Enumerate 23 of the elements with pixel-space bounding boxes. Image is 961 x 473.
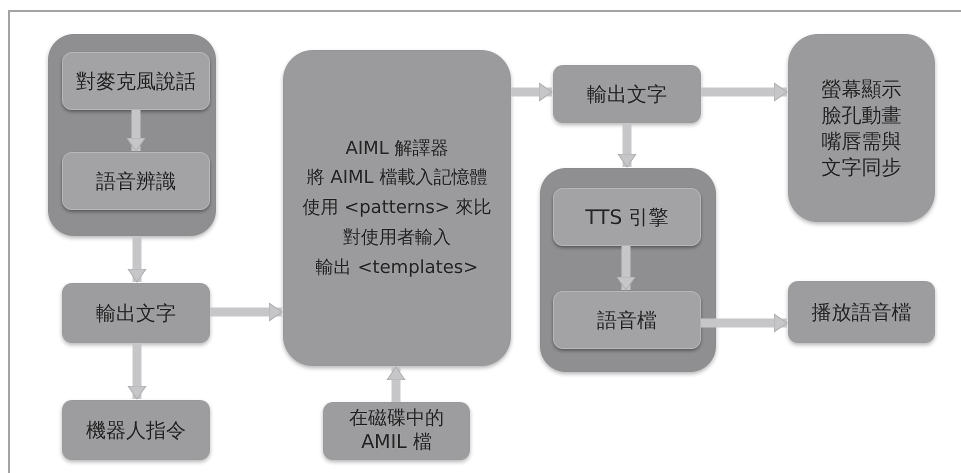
group-panel <box>48 34 216 236</box>
arrow <box>701 82 788 102</box>
process-box: 語音檔 <box>553 291 701 349</box>
arrow <box>210 302 282 322</box>
arrow <box>618 123 636 168</box>
arrow <box>386 366 406 402</box>
arrow <box>128 343 146 400</box>
process-box: 輸出文字 <box>553 65 701 123</box>
process-box: 在磁碟中的 AMIL 檔 <box>323 402 470 460</box>
process-box: 播放語音檔 <box>788 281 935 343</box>
arrow <box>128 236 146 282</box>
process-box: 機器人指令 <box>62 400 210 460</box>
process-box: 螢幕顯示臉孔動畫嘴唇需與文字同步 <box>788 34 935 222</box>
arrow <box>701 314 788 332</box>
process-box: TTS 引擎 <box>553 188 701 246</box>
process-box: 輸出文字 <box>62 283 210 343</box>
group-panel <box>540 168 716 372</box>
arrow <box>511 82 552 102</box>
process-box: AIML 解譯器 將 AIML 檔載入記憶體 使用 <patterns> 來比對使用者輸入 輸出 <templates> <box>283 50 511 366</box>
arrow <box>126 110 146 152</box>
process-box: 對麥克風說話 <box>62 52 210 110</box>
process-box: 語音辨識 <box>62 152 210 210</box>
arrow <box>616 246 636 290</box>
